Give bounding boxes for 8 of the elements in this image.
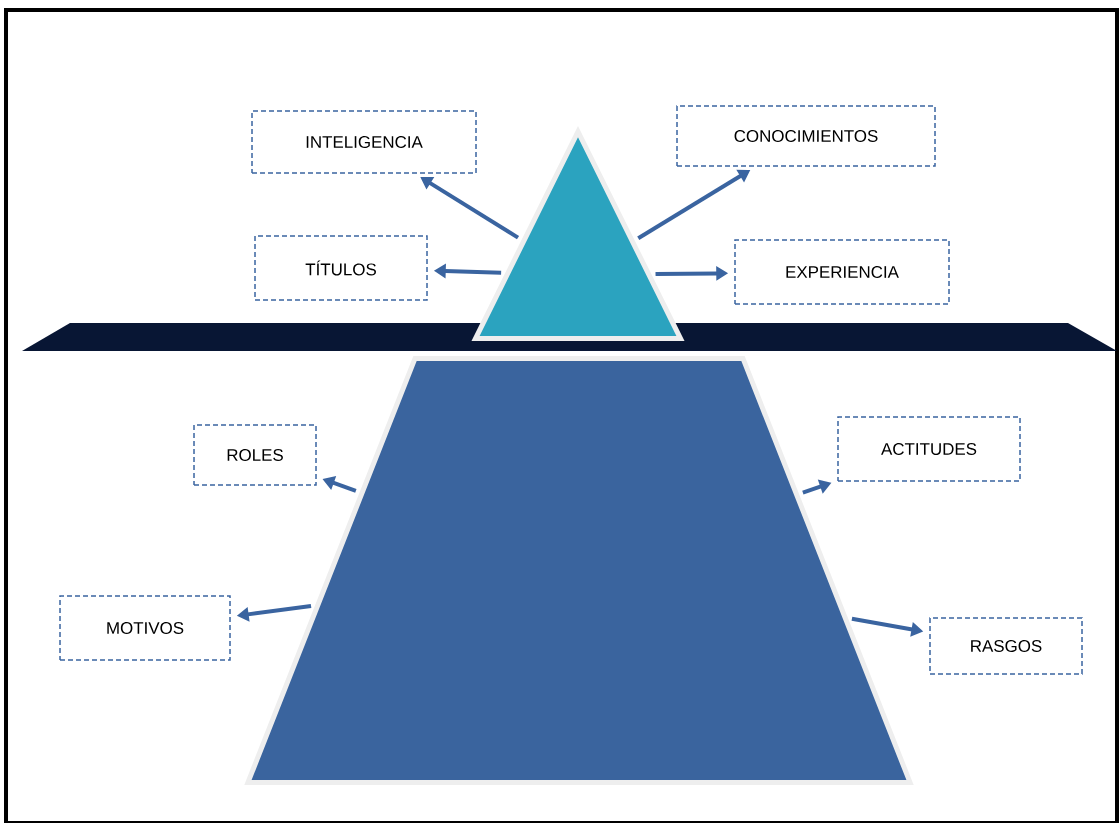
dashed-label-box: ACTITUDES — [837, 416, 1021, 482]
dashed-label-box: INTELIGENCIA — [251, 110, 477, 174]
dashed-label-box: MOTIVOS — [59, 595, 231, 661]
dashed-label-box: TÍTULOS — [254, 235, 428, 301]
dashed-label-box: CONOCIMIENTOS — [676, 105, 936, 167]
dashed-label-box: RASGOS — [929, 617, 1083, 675]
dashed-label-box: EXPERIENCIA — [734, 239, 950, 305]
dashed-label-box: ROLES — [193, 424, 317, 486]
